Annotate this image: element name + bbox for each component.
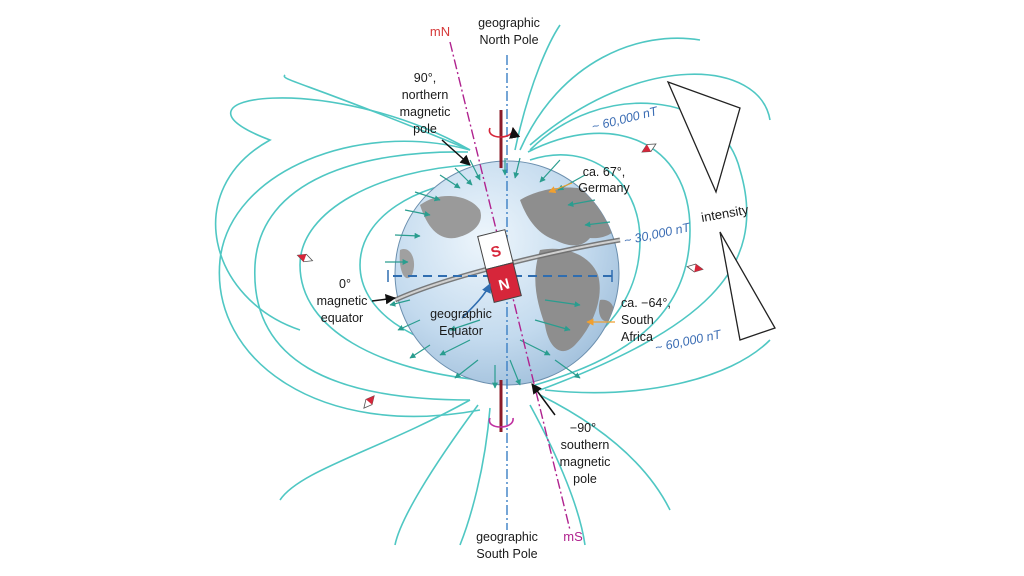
intensity-scale (666, 80, 776, 341)
south-magnetic-line1: −90° (570, 421, 596, 435)
geographic-equator-line2: Equator (439, 324, 483, 338)
south-magnetic-line3: magnetic (560, 455, 611, 469)
south-magnetic-line2: southern (561, 438, 610, 452)
germany-line1: ca. 67°, (583, 165, 626, 179)
intensity-mid-label: ~ 30,000 nT (623, 220, 693, 248)
south-africa-line2: South (621, 313, 654, 327)
magnetic-equator-line3: equator (321, 311, 363, 325)
rotation-axis (488, 110, 521, 432)
south-magnetic-line4: pole (573, 472, 597, 486)
geographic-equator-line1: geographic (430, 307, 492, 321)
north-magnetic-line3: magnetic (400, 105, 451, 119)
north-magnetic-line2: northern (402, 88, 449, 102)
geographic-north-line1: geographic (478, 16, 540, 30)
magnetic-equator-line2: magnetic (317, 294, 368, 308)
magnet-north-label: N (497, 275, 512, 294)
geographic-south-line1: geographic (476, 530, 538, 544)
germany-line2: Germany (578, 181, 630, 195)
north-magnetic-line1: 90°, (414, 71, 436, 85)
intensity-label: intensity (700, 202, 750, 225)
pointer-arrows (371, 139, 615, 416)
continents (399, 178, 619, 352)
compass-needles (296, 143, 704, 409)
south-africa-line1: ca. −64°, (621, 296, 671, 310)
north-magnetic-line4: pole (413, 122, 437, 136)
magnet-south-label: S (489, 243, 503, 262)
south-africa-line3: Africa (621, 330, 653, 344)
geographic-south-line2: South Pole (476, 547, 537, 561)
mS-label: mS (563, 529, 583, 544)
magnetic-equator-line1: 0° (339, 277, 351, 291)
magnetic-axis (449, 41, 571, 531)
field-arrows (385, 157, 611, 389)
geographic-north-line2: North Pole (479, 33, 538, 47)
mN-label: mN (430, 24, 450, 39)
